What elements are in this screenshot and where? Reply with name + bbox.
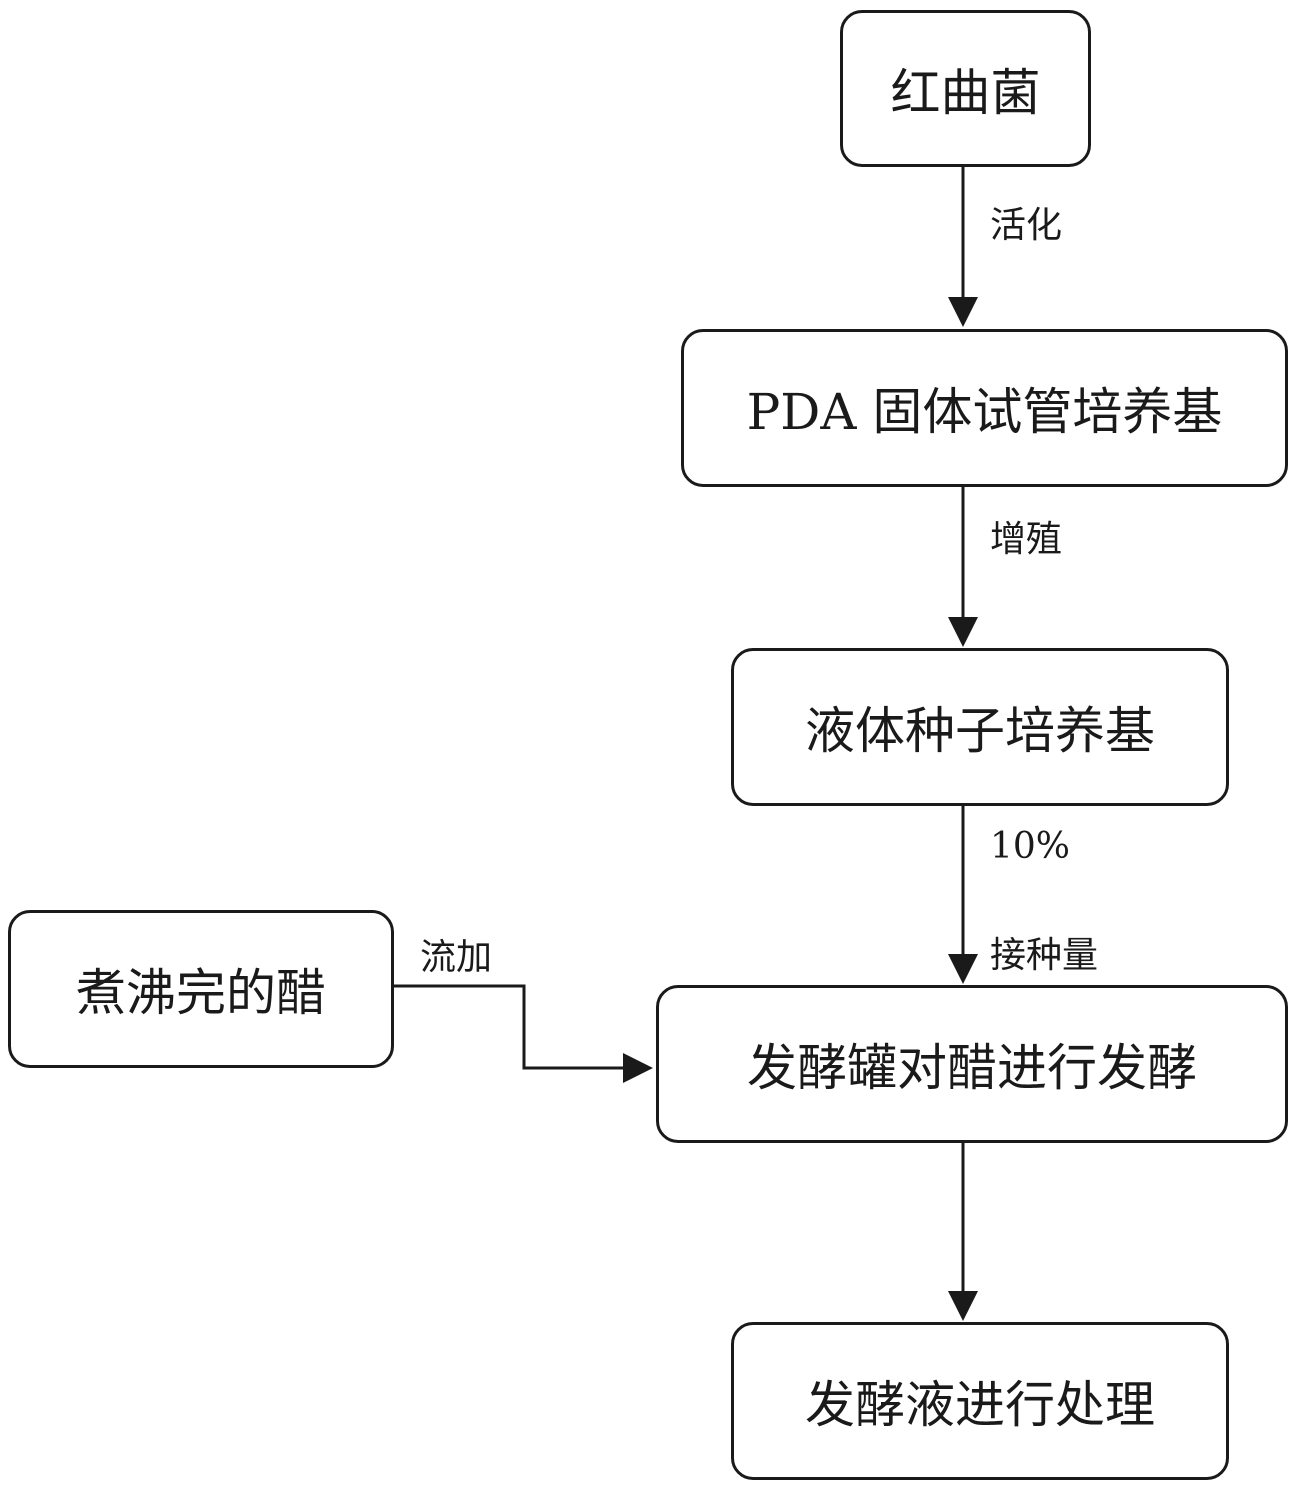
edge-label-fed-batch: 流加 — [420, 937, 493, 978]
node-liquid-seed-text: 液体种子培养基 — [805, 702, 1155, 760]
node-processing-text: 发酵液进行处理 — [805, 1376, 1155, 1434]
node-fermenter: 发酵罐对醋进行发酵 — [656, 985, 1288, 1143]
edge-label-inoculum: 接种量 — [990, 935, 1099, 976]
edge-label-inoculum-percent: 10% — [990, 826, 1071, 867]
node-monascus-text: 红曲菌 — [890, 63, 1041, 122]
edge-label-proliferation: 增殖 — [990, 519, 1063, 560]
node-liquid-seed: 液体种子培养基 — [731, 648, 1229, 806]
node-fermenter-text: 发酵罐对醋进行发酵 — [747, 1039, 1197, 1097]
node-boiled-vinegar-text: 煮沸完的醋 — [76, 964, 326, 1022]
node-pda-medium: PDA 固体试管培养基 — [681, 329, 1288, 487]
node-boiled-vinegar: 煮沸完的醋 — [8, 910, 394, 1068]
arrow-vinegar-to-fermenter — [393, 984, 653, 1083]
node-pda-medium-text: PDA 固体试管培养基 — [746, 383, 1223, 441]
node-monascus: 红曲菌 — [840, 10, 1091, 167]
edge-label-activation: 活化 — [990, 205, 1063, 246]
node-processing: 发酵液进行处理 — [731, 1322, 1229, 1480]
